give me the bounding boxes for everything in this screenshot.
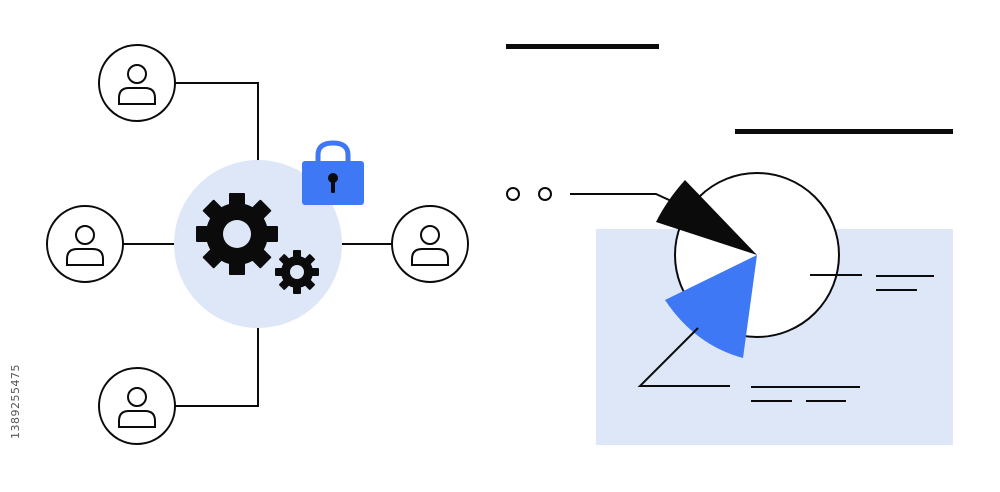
- connector-bottom: [175, 326, 259, 407]
- pie-leader-lines: [570, 193, 862, 387]
- dot-2: [538, 187, 552, 201]
- title-bar-right: [735, 129, 953, 134]
- small-gear-icon: [275, 250, 319, 294]
- connector-top: [175, 82, 259, 162]
- person-icon: [118, 387, 156, 428]
- dot-1: [506, 187, 520, 201]
- team-network-diagram: [46, 44, 469, 445]
- leader-line-top: [570, 193, 683, 207]
- person-icon: [118, 64, 156, 105]
- pie-slice-blue: [665, 255, 757, 358]
- pie-slice-black: [656, 180, 757, 255]
- leader-line-bottom: [637, 327, 730, 387]
- person-icon: [411, 225, 449, 266]
- pie-chart-icon: [656, 172, 840, 358]
- gears-icon: [196, 193, 319, 294]
- user-avatar-right: [391, 205, 469, 283]
- text-placeholder-lines: [751, 275, 934, 402]
- report-panel: [506, 44, 953, 445]
- title-bar-top: [506, 44, 659, 49]
- user-avatar-top: [98, 44, 176, 122]
- stock-image-id: 1389255475: [9, 364, 22, 439]
- padlock-icon: [302, 140, 364, 205]
- person-icon: [66, 225, 104, 266]
- user-avatar-left: [46, 205, 124, 283]
- connector-lines: [123, 82, 392, 407]
- user-avatar-bottom: [98, 367, 176, 445]
